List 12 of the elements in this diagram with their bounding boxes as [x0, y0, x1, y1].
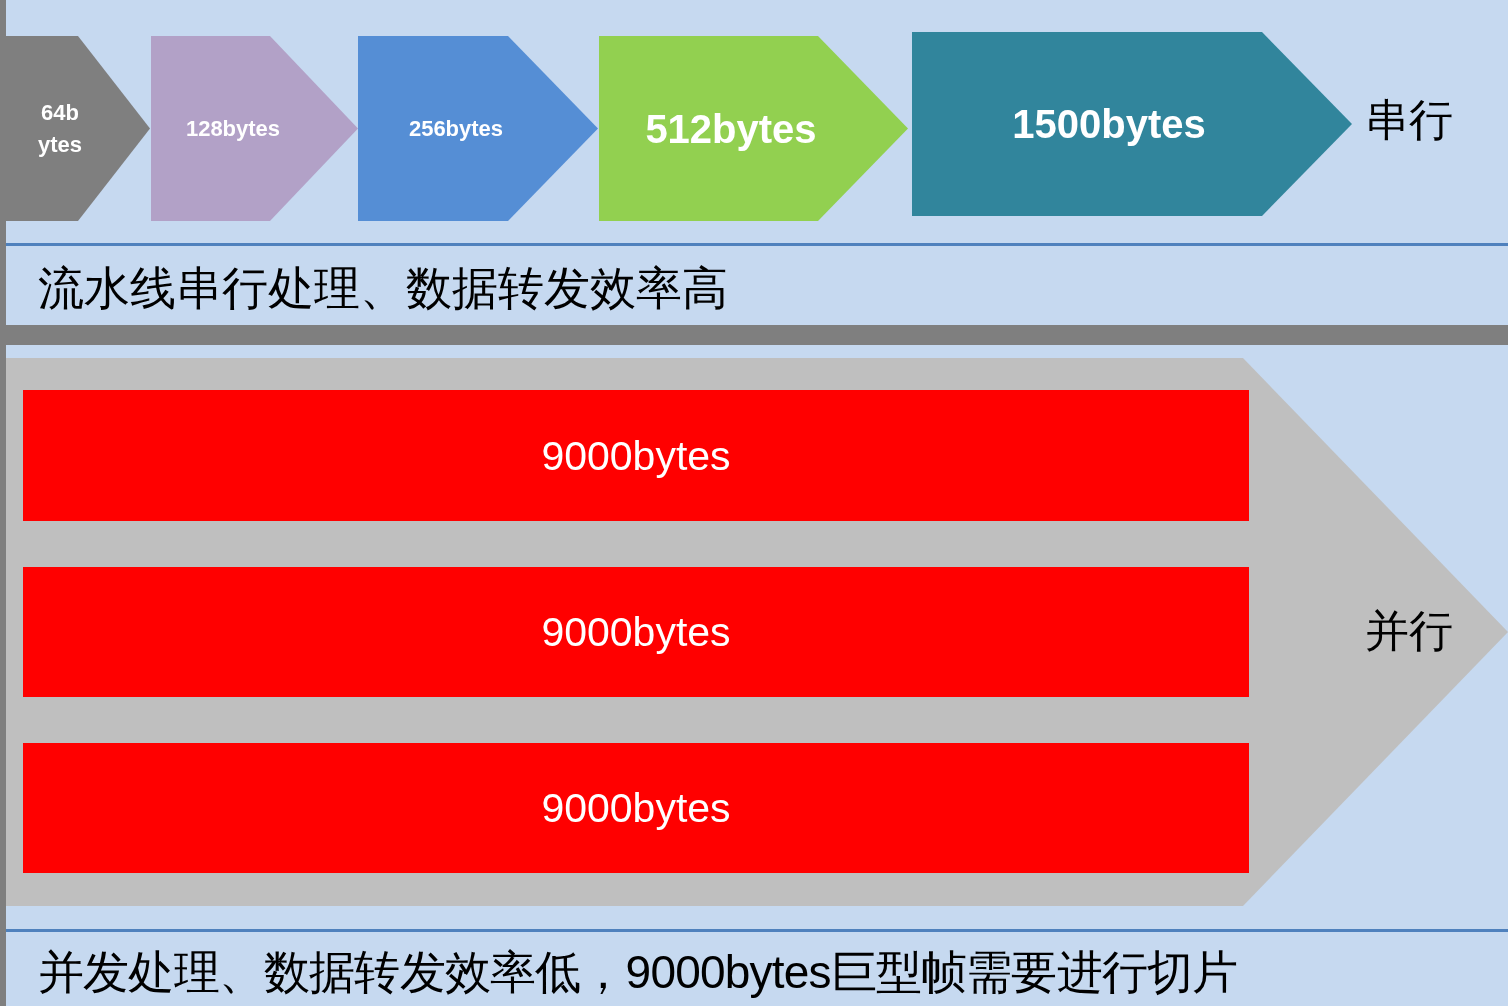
panel-label: 并行 [1365, 609, 1453, 653]
chevron-step: 512bytes [599, 36, 908, 221]
chevron-step: 128bytes [151, 36, 358, 221]
chevron-step: 256bytes [358, 36, 598, 221]
frame-bar: 9000bytes [23, 743, 1249, 873]
chevron-step: 64b ytes [6, 36, 150, 221]
chevron-panel [6, 358, 1508, 906]
frame-bar: 9000bytes [23, 390, 1249, 521]
frame-bar: 9000bytes [23, 567, 1249, 697]
caption-text: 流水线串行处理、数据转发效率高 [38, 265, 728, 311]
chevron-step: 1500bytes [912, 32, 1352, 216]
side-label: 串行 [1365, 98, 1453, 142]
